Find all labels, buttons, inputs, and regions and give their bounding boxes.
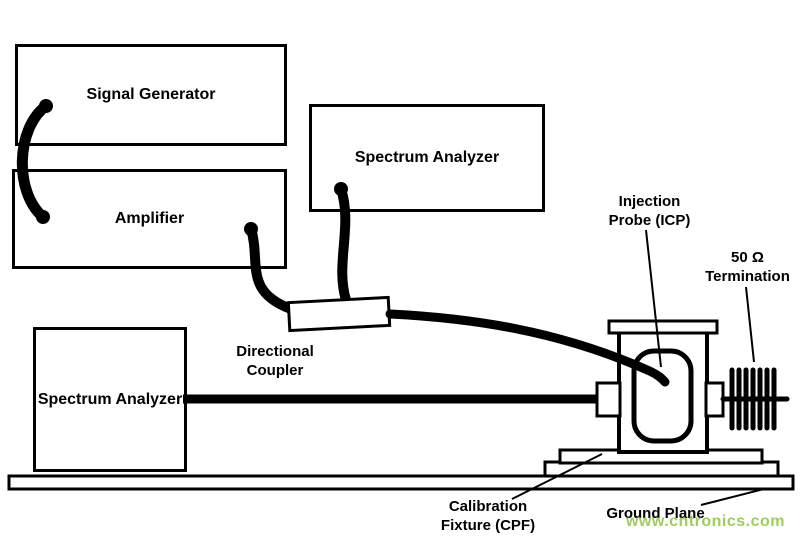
amplifier-label: Amplifier <box>114 210 185 227</box>
spectrum-analyzer-left-label: Spectrum Analyzer <box>37 390 183 408</box>
amplifier-box: Amplifier <box>12 169 287 269</box>
ground-plane-label: Ground Plane <box>606 505 705 522</box>
leader-line-calibration-fixture <box>511 453 603 500</box>
calibration-fixture-label: Calibration Fixture (CPF) <box>440 498 536 534</box>
injection-probe-label: Injection Probe (ICP) <box>608 193 691 229</box>
directional-coupler-box <box>286 295 392 333</box>
leader-line-ground-plane <box>700 488 765 506</box>
fixture-right-connector <box>704 381 725 418</box>
signal-generator-label: Signal Generator <box>86 86 216 103</box>
termination-coil <box>720 367 790 431</box>
fixture-left-connector <box>595 381 622 418</box>
spectrum-analyzer-top-box: Spectrum Analyzer <box>309 104 545 212</box>
cable-coupler-probe <box>385 309 670 387</box>
fixture-column <box>617 330 709 454</box>
spectrum-analyzer-top-label: Spectrum Analyzer <box>354 149 500 166</box>
injection-probe-shape <box>631 348 694 444</box>
leader-line-injection-probe <box>645 229 662 368</box>
fixture-base-plate-upper <box>558 448 764 465</box>
spectrum-analyzer-left-box: Spectrum Analyzer <box>33 327 187 472</box>
fixture-top-cap <box>607 319 719 335</box>
fixture-base-plate-lower <box>543 460 780 478</box>
watermark-text: www.cntronics.com <box>625 513 786 530</box>
directional-coupler-label: Directional Coupler <box>236 343 314 379</box>
leader-line-termination <box>745 286 755 363</box>
ground-plane-bar <box>7 474 795 491</box>
termination-label: 50 Ω Termination <box>705 249 790 285</box>
signal-generator-box: Signal Generator <box>15 44 287 146</box>
